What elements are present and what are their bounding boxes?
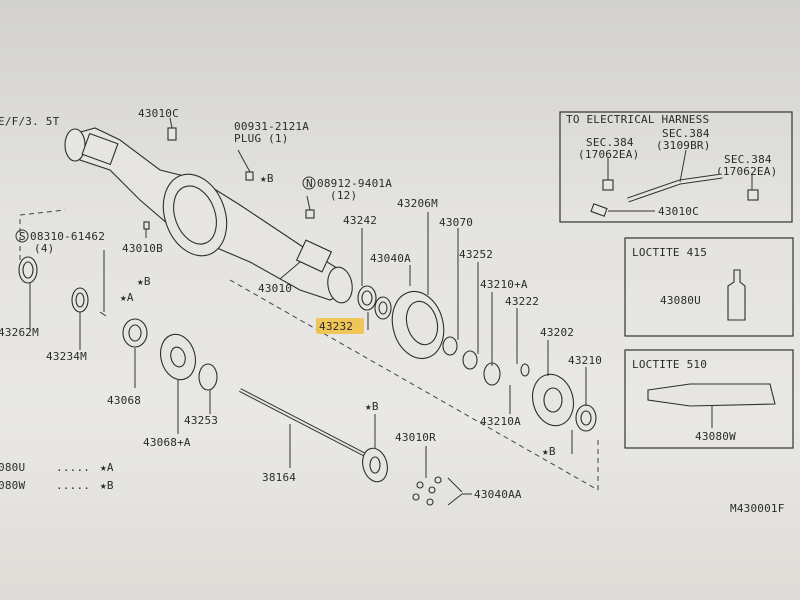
label-43040a: 43040A <box>370 252 411 265</box>
harness-sec3: SEC.384 <box>724 153 772 166</box>
label-43202: 43202 <box>540 326 574 339</box>
harness-sec1: SEC.384 <box>586 136 634 149</box>
axle-housing <box>64 127 353 304</box>
assembly-line-center <box>229 279 599 491</box>
legend-code-2: 080W <box>0 479 25 492</box>
label-43210a: 43210A <box>480 415 521 428</box>
legend: 080U ..... ★A 080W ..... ★B <box>0 461 114 492</box>
n-circle-marker <box>302 176 316 190</box>
legend-code-1: 080U <box>0 461 25 474</box>
loctite-510-part: 43080W <box>695 430 736 443</box>
label-43010r: 43010R <box>395 431 436 444</box>
label-43206m: 43206M <box>397 197 438 210</box>
label-n-prefix: N <box>306 177 313 190</box>
axle-shaft <box>239 388 388 483</box>
harness-sensor <box>590 203 608 217</box>
harness-connector-left <box>602 179 614 191</box>
label-43040aa: 43040AA <box>474 488 522 501</box>
label-08310: 08310-61462 <box>30 230 105 243</box>
label-star-a-1: ★A <box>120 291 134 304</box>
label-43252: 43252 <box>459 248 493 261</box>
loctite-415-box: LOCTITE 415 43080U <box>624 237 794 337</box>
label-star-b-2: ★B <box>137 275 151 288</box>
loctite-415-title: LOCTITE 415 <box>632 246 707 259</box>
label-43010: 43010 <box>258 282 292 295</box>
label-43253: 43253 <box>184 414 218 427</box>
harness-sec3-sub: (17062EA) <box>716 165 777 178</box>
label-43242: 43242 <box>343 214 377 227</box>
label-08310-qty: (4) <box>34 242 54 255</box>
s-circle-marker <box>15 229 29 243</box>
label-43210a-plus: 43210+A <box>480 278 528 291</box>
harness-title: TO ELECTRICAL HARNESS <box>566 113 709 126</box>
brake-drum-assembly <box>357 285 597 506</box>
label-38164: 38164 <box>262 471 296 484</box>
legend-mark-2: ★B <box>100 479 114 492</box>
label-43068a: 43068+A <box>143 436 191 449</box>
label-43262m: 43262M <box>0 326 39 339</box>
harness-sec2: SEC.384 <box>662 127 710 140</box>
part-labels: E/F/3. 5T 43010C 00931-2121A PLUG (1) ★B… <box>0 107 602 501</box>
label-43010c-top: 43010C <box>138 107 179 120</box>
label-star-b-3: ★B <box>542 445 556 458</box>
label-43234m: 43234M <box>46 350 87 363</box>
label-top-left-note: E/F/3. 5T <box>0 115 60 128</box>
label-43210: 43210 <box>568 354 602 367</box>
label-08912: 08912-9401A <box>317 177 392 190</box>
loctite-510-tube <box>647 383 776 407</box>
diagram-code: M430001F <box>730 502 785 515</box>
legend-dots-2: ..... <box>56 479 90 492</box>
label-s-prefix: S <box>19 230 26 243</box>
loctite-510-title: LOCTITE 510 <box>632 358 707 371</box>
leader-lines <box>29 117 587 506</box>
harness-connector-right <box>747 189 759 201</box>
legend-mark-1: ★A <box>100 461 114 474</box>
label-43070: 43070 <box>439 216 473 229</box>
harness-sec2-sub: (3109BR) <box>656 139 711 152</box>
highlight-43232 <box>316 318 364 334</box>
label-00931: 00931-2121A <box>234 120 309 133</box>
bolts <box>143 127 315 230</box>
label-43222: 43222 <box>505 295 539 308</box>
label-43068: 43068 <box>107 394 141 407</box>
legend-dots-1: ..... <box>56 461 90 474</box>
harness-part: 43010C <box>658 205 699 218</box>
loctite-415-part: 43080U <box>660 294 701 307</box>
label-08912-qty: (12) <box>330 189 357 202</box>
loctite-510-box: LOCTITE 510 43080W <box>624 349 794 449</box>
left-seal-parts <box>18 250 218 391</box>
harness-sec1-sub: (17062EA) <box>578 148 639 161</box>
label-star-b-4: ★B <box>365 400 379 413</box>
label-43232: 43232 <box>319 320 353 333</box>
label-star-b-1: ★B <box>260 172 274 185</box>
assembly-line-left <box>19 209 66 260</box>
harness-box: TO ELECTRICAL HARNESS SEC.384 (17062EA) … <box>559 111 793 223</box>
label-43010b: 43010B <box>122 242 163 255</box>
label-plug: PLUG (1) <box>234 132 289 145</box>
loctite-415-bottle <box>727 269 746 321</box>
